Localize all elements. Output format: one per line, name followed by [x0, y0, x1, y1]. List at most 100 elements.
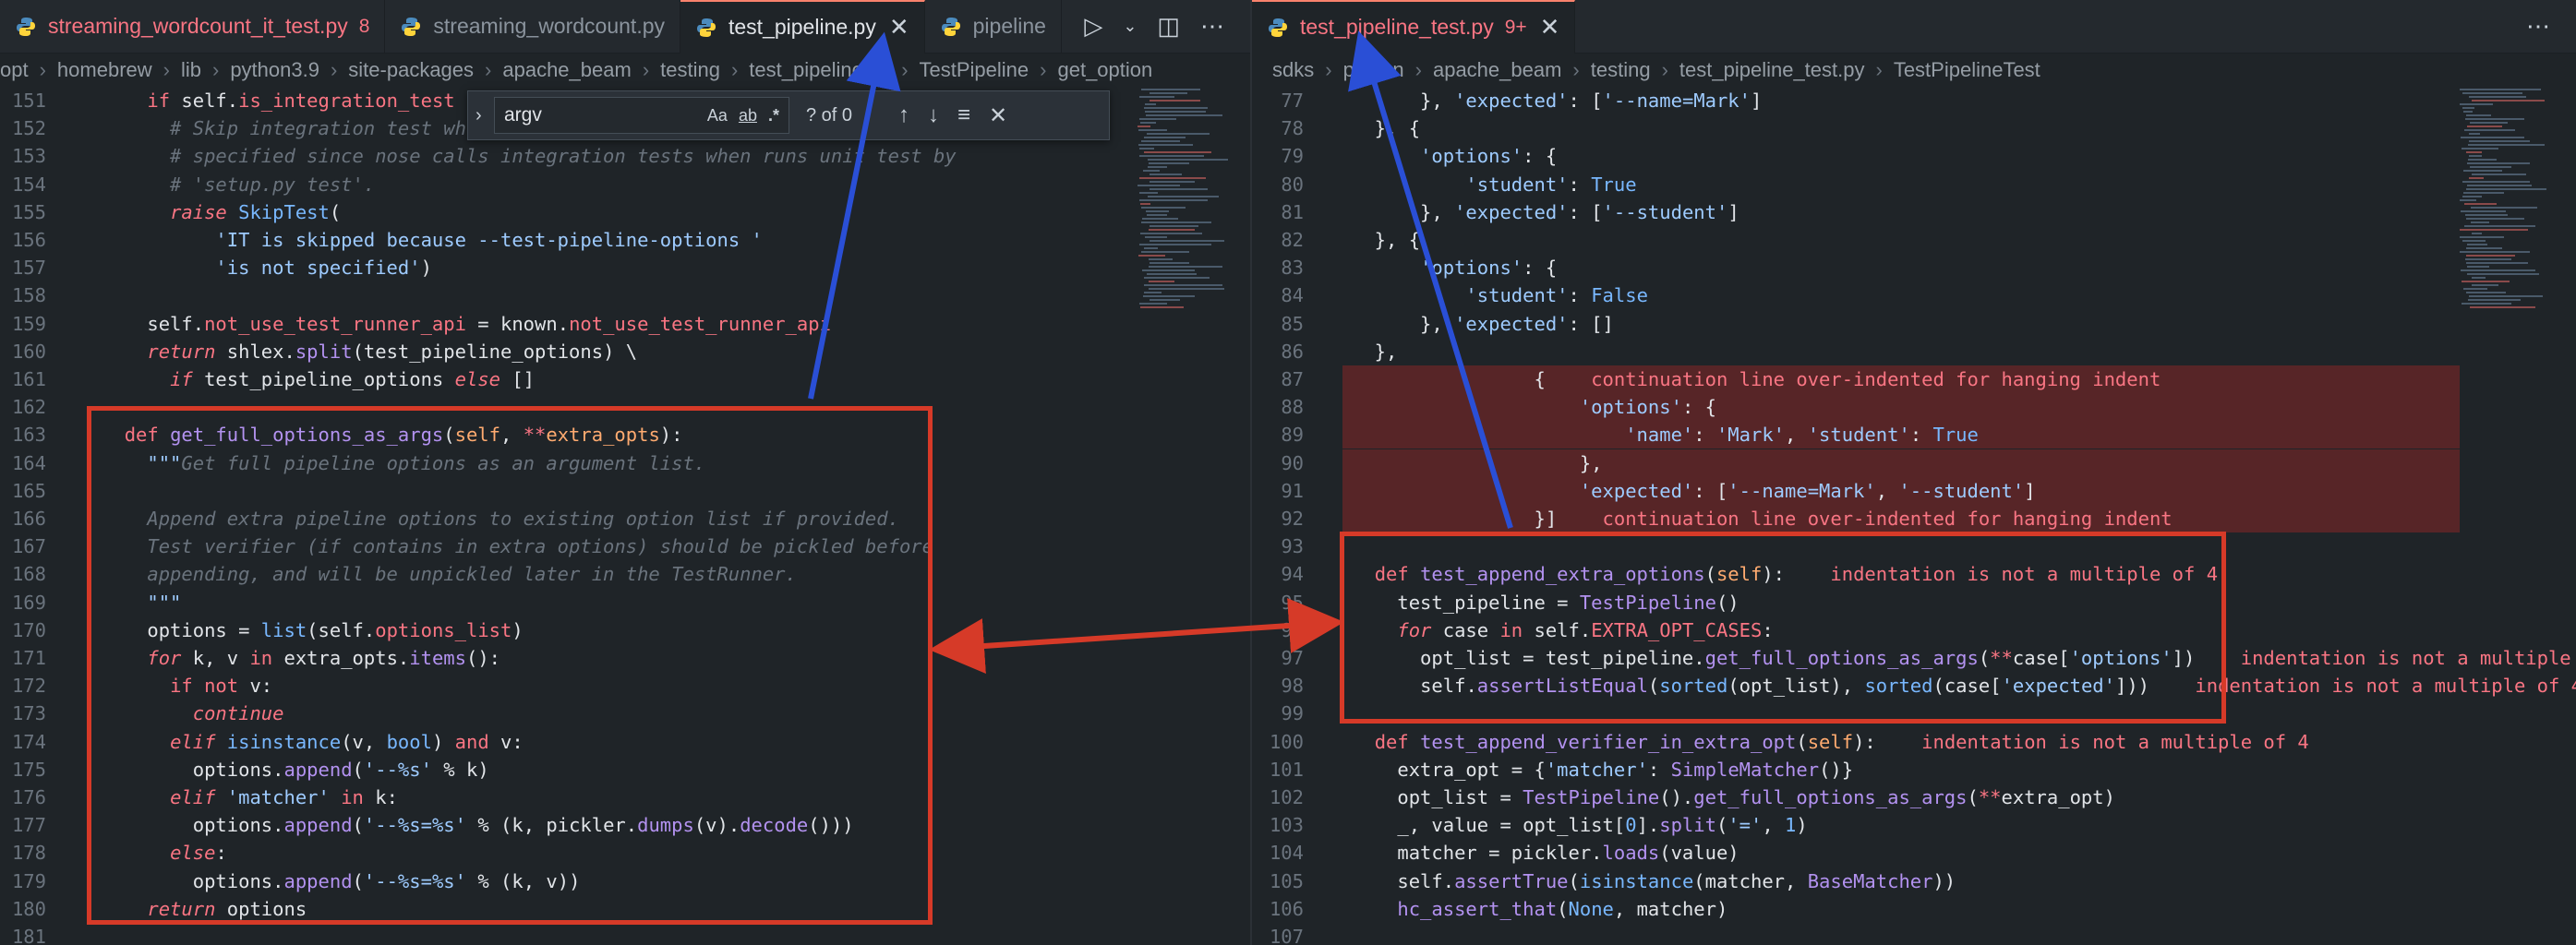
close-icon[interactable]: ✕ — [989, 102, 1008, 128]
tab-streaming-wordcount[interactable]: streaming_wordcount.py — [385, 0, 680, 54]
code-line[interactable]: 85 }, 'expected': [] — [1252, 310, 2576, 338]
code-line[interactable]: 178 else: — [0, 839, 1250, 867]
breadcrumb-item[interactable]: testing — [660, 58, 720, 81]
breadcrumb-item[interactable]: python3.9 — [230, 58, 319, 81]
code-line[interactable]: 103 _, value = opt_list[0].split('=', 1) — [1252, 811, 2576, 839]
code-line[interactable]: 173 continue — [0, 700, 1250, 727]
code-line[interactable]: 164 """Get full pipeline options as an a… — [0, 449, 1250, 477]
breadcrumb-item[interactable]: TestPipelineTest — [1893, 58, 2040, 81]
breadcrumb-item[interactable]: opt — [0, 58, 29, 81]
code-line[interactable]: 86 }, — [1252, 338, 2576, 365]
code-line[interactable]: 176 elif 'matcher' in k: — [0, 784, 1250, 811]
code-line[interactable]: 106 hc_assert_that(None, matcher) — [1252, 895, 2576, 923]
code-editor[interactable]: 77 }, 'expected': ['--name=Mark']78 }, {… — [1252, 87, 2576, 945]
breadcrumb-item[interactable]: TestPipeline — [919, 58, 1029, 81]
code-line[interactable]: 181 — [0, 923, 1250, 945]
code-line[interactable]: 166 Append extra pipeline options to exi… — [0, 505, 1250, 532]
code-line[interactable]: 179 options.append('--%s=%s' % (k, v)) — [0, 867, 1250, 895]
code-line[interactable]: 163 def get_full_options_as_args(self, *… — [0, 421, 1250, 449]
breadcrumb-item[interactable]: test_pipeline_test.py — [1679, 58, 1865, 81]
code-line[interactable]: 100 def test_append_verifier_in_extra_op… — [1252, 728, 2576, 756]
minimap[interactable] — [1134, 87, 1235, 327]
breadcrumb-item[interactable]: testing — [1590, 58, 1651, 81]
code-line[interactable]: 172 if not v: — [0, 672, 1250, 700]
code-line[interactable]: 79 'options': { — [1252, 142, 2576, 170]
breadcrumb-item[interactable]: get_option — [1057, 58, 1153, 81]
code-editor[interactable]: 151 if self.is_integration_test ar152 # … — [0, 87, 1250, 945]
code-line[interactable]: 77 }, 'expected': ['--name=Mark'] — [1252, 87, 2576, 114]
code-line[interactable]: 155 raise SkipTest( — [0, 198, 1250, 226]
code-line[interactable]: 157 'is not specified') — [0, 254, 1250, 281]
find-input[interactable]: argv Aa ab .* — [494, 97, 789, 134]
chevron-down-icon[interactable]: ⌄ — [1123, 17, 1138, 35]
code-line[interactable]: 175 options.append('--%s' % k) — [0, 756, 1250, 784]
code-line[interactable]: 156 'IT is skipped because --test-pipeli… — [0, 226, 1250, 254]
code-line[interactable]: 171 for k, v in extra_opts.items(): — [0, 644, 1250, 672]
code-line[interactable]: 78 }, { — [1252, 114, 2576, 142]
code-line[interactable]: 93 — [1252, 532, 2576, 560]
split-editor-icon[interactable]: ◫ — [1157, 12, 1180, 40]
close-icon[interactable]: ✕ — [888, 13, 909, 41]
more-actions-icon[interactable]: ⋯ — [1200, 12, 1224, 40]
code-line[interactable]: 158 — [0, 281, 1250, 309]
find-in-selection-icon[interactable]: ≡ — [957, 102, 971, 127]
code-line[interactable]: 84 'student': False — [1252, 281, 2576, 309]
code-line[interactable]: 180 return options — [0, 895, 1250, 923]
code-line[interactable]: 177 options.append('--%s=%s' % (k, pickl… — [0, 811, 1250, 839]
tab-streaming-wordcount-it-test[interactable]: streaming_wordcount_it_test.py 8 — [0, 0, 386, 54]
code-line[interactable]: 152 # Skip integration test when ... — [0, 114, 1250, 142]
breadcrumb-item[interactable]: apache_beam — [502, 58, 632, 81]
chevron-right-icon[interactable]: › — [475, 104, 482, 126]
code-line[interactable]: 88 'options': { — [1252, 393, 2576, 422]
code-line[interactable]: 160 return shlex.split(test_pipeline_opt… — [0, 338, 1250, 365]
breadcrumb-item[interactable]: sdks — [1272, 58, 1315, 81]
code-line[interactable]: 153 # specified since nose calls integra… — [0, 142, 1250, 170]
breadcrumb-item[interactable]: lib — [180, 58, 201, 81]
breadcrumb-item[interactable]: python — [1342, 58, 1404, 81]
code-line[interactable]: 91 'expected': ['--name=Mark', '--studen… — [1252, 476, 2576, 505]
match-whole-word-toggle[interactable]: ab — [738, 105, 757, 125]
code-line[interactable]: 99 — [1252, 700, 2576, 727]
run-icon[interactable]: ▷ — [1084, 12, 1103, 40]
arrow-down-icon[interactable]: ↓ — [928, 102, 939, 127]
code-line[interactable]: 165 — [0, 477, 1250, 505]
editor-divider[interactable] — [1250, 0, 1252, 945]
breadcrumb-item[interactable]: apache_beam — [1432, 58, 1562, 81]
code-line[interactable]: 95 test_pipeline = TestPipeline() — [1252, 589, 2576, 616]
more-actions-icon[interactable]: ⋯ — [2526, 12, 2550, 40]
code-line[interactable]: 162 — [0, 393, 1250, 421]
code-line[interactable]: 159 self.not_use_test_runner_api = known… — [0, 310, 1250, 338]
minimap[interactable] — [2456, 87, 2558, 327]
tab-test-pipeline-test[interactable]: test_pipeline_test.py 9+ ✕ — [1252, 0, 1576, 54]
code-line[interactable]: 169 """ — [0, 589, 1250, 616]
code-line[interactable]: 80 'student': True — [1252, 171, 2576, 198]
code-line[interactable]: 83 'options': { — [1252, 254, 2576, 281]
code-line[interactable]: 168 appending, and will be unpickled lat… — [0, 560, 1250, 588]
code-line[interactable]: 167 Test verifier (if contains in extra … — [0, 532, 1250, 560]
code-line[interactable]: 87 { continuation line over-indented for… — [1252, 365, 2576, 393]
code-line[interactable]: 102 opt_list = TestPipeline().get_full_o… — [1252, 784, 2576, 811]
tab-pipeline[interactable]: pipeline — [925, 0, 1062, 54]
code-line[interactable]: 90 }, — [1252, 449, 2576, 477]
code-line[interactable]: 104 matcher = pickler.loads(value) — [1252, 839, 2576, 867]
code-line[interactable]: 98 self.assertListEqual(sorted(opt_list)… — [1252, 672, 2576, 700]
code-line[interactable]: 82 }, { — [1252, 226, 2576, 254]
code-line[interactable]: 97 opt_list = test_pipeline.get_full_opt… — [1252, 644, 2576, 672]
code-line[interactable]: 101 extra_opt = {'matcher': SimpleMatche… — [1252, 756, 2576, 784]
code-line[interactable]: 94 def test_append_extra_options(self): … — [1252, 560, 2576, 588]
regex-toggle[interactable]: .* — [767, 105, 779, 125]
code-line[interactable]: 92 }] continuation line over-indented fo… — [1252, 505, 2576, 532]
breadcrumb-item[interactable]: test_pipeline.py — [749, 58, 891, 81]
breadcrumb-item[interactable]: site-packages — [348, 58, 475, 81]
code-line[interactable]: 96 for case in self.EXTRA_OPT_CASES: — [1252, 616, 2576, 644]
code-line[interactable]: 105 self.assertTrue(isinstance(matcher, … — [1252, 867, 2576, 895]
code-line[interactable]: 81 }, 'expected': ['--student'] — [1252, 198, 2576, 226]
code-line[interactable]: 174 elif isinstance(v, bool) and v: — [0, 728, 1250, 756]
match-case-toggle[interactable]: Aa — [706, 105, 728, 125]
code-line[interactable]: 107 — [1252, 923, 2576, 945]
code-line[interactable]: 89 'name': 'Mark', 'student': True — [1252, 421, 2576, 449]
code-line[interactable]: 161 if test_pipeline_options else [] — [0, 365, 1250, 393]
breadcrumb-item[interactable]: homebrew — [56, 58, 152, 81]
close-icon[interactable]: ✕ — [1539, 13, 1560, 41]
arrow-up-icon[interactable]: ↑ — [898, 102, 909, 127]
